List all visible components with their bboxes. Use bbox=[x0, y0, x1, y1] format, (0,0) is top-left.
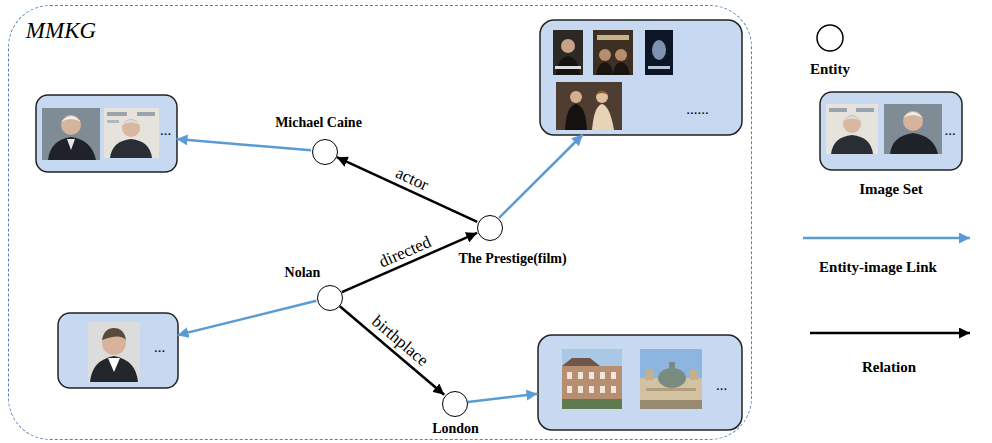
image-set-box: ... bbox=[538, 335, 742, 430]
photo bbox=[884, 104, 942, 154]
photo bbox=[104, 108, 159, 158]
relation-label: directed bbox=[376, 232, 434, 272]
entity-name: Michael Caine bbox=[275, 114, 362, 130]
legend-label: Entity bbox=[810, 61, 850, 78]
photo bbox=[826, 104, 878, 154]
photo bbox=[640, 349, 702, 409]
ellipsis: ... bbox=[160, 122, 171, 139]
legend-label: Relation bbox=[862, 359, 916, 376]
link-sample bbox=[803, 237, 970, 240]
entity-circle: Nolan bbox=[317, 285, 343, 311]
legend-label: Image Set bbox=[859, 181, 923, 198]
relation-sample bbox=[810, 332, 970, 335]
image-set-box: ...... bbox=[540, 20, 742, 135]
region-title: MMKG bbox=[26, 18, 96, 44]
entity-image-link bbox=[468, 394, 538, 402]
entity-name: Nolan bbox=[285, 264, 321, 280]
entity-name: London bbox=[432, 420, 479, 436]
image-set-fill bbox=[538, 335, 742, 430]
ellipsis: ... bbox=[154, 339, 165, 356]
relation-arrow bbox=[337, 157, 477, 222]
photo bbox=[562, 349, 622, 409]
entity-image-link bbox=[177, 139, 312, 150]
mmkg-region: MMKG... Michael Caine...... The Prestige(f… bbox=[8, 5, 752, 440]
photo bbox=[42, 108, 100, 160]
entity-circle: The Prestige(film) bbox=[477, 215, 503, 241]
entity-circle: Michael Caine bbox=[312, 139, 338, 165]
ellipsis: ... bbox=[944, 122, 955, 139]
entity-image-link bbox=[499, 135, 583, 218]
photo bbox=[88, 322, 140, 382]
image-set-box: ... bbox=[36, 95, 177, 172]
image-set-fill bbox=[36, 95, 177, 172]
photo bbox=[556, 82, 622, 130]
ellipsis: ...... bbox=[686, 101, 709, 118]
photo bbox=[593, 30, 633, 75]
entity-circle: London bbox=[442, 391, 468, 417]
image-set-sample bbox=[820, 92, 962, 170]
entity-sample bbox=[817, 25, 843, 51]
relation-arrow bbox=[340, 306, 444, 395]
image-set-box: ... bbox=[58, 313, 178, 388]
photo bbox=[645, 30, 673, 75]
entity-name: The Prestige(film) bbox=[458, 250, 566, 266]
relation-label: actor bbox=[392, 163, 431, 195]
relation-label: birthplace bbox=[368, 312, 432, 371]
legend-label: Entity-image Link bbox=[819, 259, 937, 276]
image-set-fill bbox=[540, 20, 742, 135]
entity-image-link bbox=[178, 301, 317, 335]
ellipsis: ... bbox=[716, 377, 727, 394]
photo bbox=[553, 30, 583, 75]
image-set-fill bbox=[58, 313, 178, 388]
